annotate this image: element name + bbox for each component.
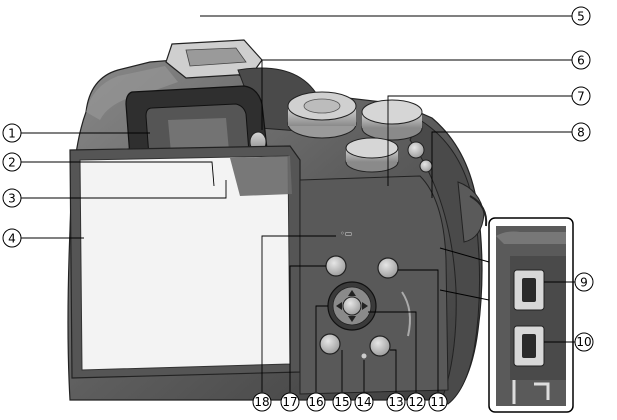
callout-11: 11 bbox=[428, 392, 448, 412]
callout-6: 6 bbox=[571, 50, 591, 70]
speaker bbox=[361, 353, 367, 359]
svg-text:13: 13 bbox=[388, 395, 403, 409]
callout-3: 3 bbox=[2, 188, 22, 208]
front-dial[interactable] bbox=[345, 137, 399, 173]
svg-text:4: 4 bbox=[8, 232, 16, 246]
menu-button[interactable] bbox=[325, 255, 347, 277]
card-access-lamp: ◦▭ bbox=[340, 229, 352, 238]
svg-text:18: 18 bbox=[254, 395, 269, 409]
svg-text:8: 8 bbox=[577, 126, 585, 140]
info-button[interactable] bbox=[377, 257, 399, 279]
inset-pointer-lower bbox=[439, 289, 490, 301]
svg-text:17: 17 bbox=[282, 395, 297, 409]
connector-inset bbox=[488, 217, 574, 413]
rear-dial[interactable] bbox=[361, 99, 423, 141]
callout-13: 13 bbox=[386, 392, 406, 412]
svg-text:6: 6 bbox=[577, 54, 585, 68]
callout-15: 15 bbox=[332, 392, 352, 412]
svg-text:15: 15 bbox=[334, 395, 349, 409]
playback-button[interactable] bbox=[319, 333, 341, 355]
usb-connector[interactable] bbox=[513, 325, 545, 367]
svg-text:5: 5 bbox=[577, 10, 585, 24]
svg-text:2: 2 bbox=[8, 156, 16, 170]
callouts: 1 2 3 4 5 6 7 8 9 10 11 12 13 14 15 16 1… bbox=[2, 6, 594, 412]
control-panel bbox=[299, 175, 449, 395]
callout-18: 18 bbox=[252, 392, 272, 412]
top-button-right[interactable] bbox=[407, 141, 425, 159]
svg-text:7: 7 bbox=[577, 90, 585, 104]
monitor bbox=[69, 145, 301, 379]
callout-7: 7 bbox=[571, 86, 591, 106]
erase-button[interactable] bbox=[369, 335, 391, 357]
svg-text:10: 10 bbox=[576, 335, 591, 349]
svg-text:11: 11 bbox=[430, 395, 445, 409]
callout-16: 16 bbox=[306, 392, 326, 412]
callout-1: 1 bbox=[2, 123, 22, 143]
svg-text:9: 9 bbox=[580, 276, 588, 290]
ok-button[interactable] bbox=[342, 296, 362, 316]
callout-17: 17 bbox=[280, 392, 300, 412]
callout-10: 10 bbox=[574, 332, 594, 352]
svg-text:1: 1 bbox=[8, 127, 16, 141]
hdmi-connector[interactable] bbox=[513, 269, 545, 311]
callout-2: 2 bbox=[2, 152, 22, 172]
callout-8: 8 bbox=[571, 122, 591, 142]
callout-9: 9 bbox=[574, 272, 594, 292]
top-button-small[interactable] bbox=[419, 159, 433, 173]
callout-12: 12 bbox=[406, 392, 426, 412]
callout-4: 4 bbox=[2, 228, 22, 248]
svg-text:16: 16 bbox=[308, 395, 323, 409]
inset-pointer bbox=[439, 247, 490, 263]
svg-text:14: 14 bbox=[356, 395, 371, 409]
svg-text:3: 3 bbox=[8, 192, 16, 206]
mode-dial[interactable] bbox=[287, 91, 357, 139]
svg-text:12: 12 bbox=[408, 395, 423, 409]
callout-14: 14 bbox=[354, 392, 374, 412]
leader-lines bbox=[20, 15, 575, 392]
callout-5: 5 bbox=[571, 6, 591, 26]
